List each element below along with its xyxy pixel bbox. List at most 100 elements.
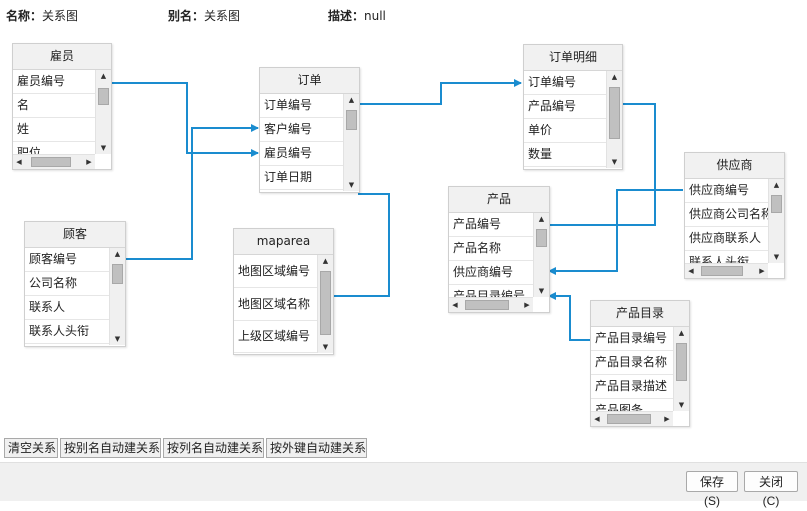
- field-row[interactable]: 公司名称: [25, 272, 125, 296]
- field-row[interactable]: 供应商编号: [685, 179, 784, 203]
- table-title[interactable]: 产品目录: [591, 301, 689, 327]
- alias-label: 别名：: [168, 9, 205, 23]
- auto-relate-by-column-button[interactable]: 按列名自动建关系: [163, 438, 264, 458]
- field-row[interactable]: 订单日期: [260, 166, 359, 190]
- table-maparea[interactable]: maparea 地图区域编号 地图区域名称 上级区域编号 ▲ ▼: [233, 228, 334, 355]
- scroll-down-icon[interactable]: ▼: [114, 335, 121, 343]
- field-row[interactable]: 雇员编号: [260, 142, 359, 166]
- table-title[interactable]: 订单明细: [524, 45, 622, 71]
- table-title[interactable]: maparea: [234, 229, 333, 255]
- table-title[interactable]: 供应商: [685, 153, 784, 179]
- horizontal-scrollbar[interactable]: ◀ ▶: [685, 263, 768, 278]
- vertical-scrollbar[interactable]: ▲ ▼: [533, 213, 549, 297]
- field-row[interactable]: 名: [13, 94, 111, 118]
- scroll-up-icon[interactable]: ▲: [114, 250, 121, 258]
- scroll-left-icon[interactable]: ◀: [16, 158, 22, 166]
- horizontal-scrollbar[interactable]: ◀ ▶: [449, 297, 533, 312]
- scroll-up-icon[interactable]: ▲: [773, 181, 780, 189]
- scroll-up-icon[interactable]: ▲: [322, 257, 329, 265]
- scroll-right-icon[interactable]: ▶: [759, 267, 765, 275]
- field-row[interactable]: 姓: [13, 118, 111, 142]
- auto-relate-by-fk-button[interactable]: 按外键自动建关系: [266, 438, 367, 458]
- table-order-detail[interactable]: 订单明细 订单编号 产品编号 单价 数量 ▲ ▼: [523, 44, 623, 170]
- table-title[interactable]: 顾客: [25, 222, 125, 248]
- vertical-scrollbar[interactable]: ▲ ▼: [606, 71, 622, 168]
- field-row[interactable]: 订单编号: [260, 94, 359, 118]
- scroll-down-icon[interactable]: ▼: [348, 181, 355, 189]
- field-row[interactable]: 雇员编号: [13, 70, 111, 94]
- scroll-left-icon[interactable]: ◀: [688, 267, 694, 275]
- field-row[interactable]: 供应商公司名称: [685, 203, 784, 227]
- field-row[interactable]: 产品编号: [524, 95, 622, 119]
- field-row[interactable]: 产品图条: [591, 399, 689, 411]
- scroll-right-icon[interactable]: ▶: [86, 158, 92, 166]
- scroll-left-icon[interactable]: ◀: [452, 301, 458, 309]
- scroll-down-icon[interactable]: ▼: [678, 401, 685, 409]
- field-row[interactable]: 客户编号: [260, 118, 359, 142]
- link-order-maparea[interactable]: [334, 193, 390, 297]
- vertical-scrollbar[interactable]: ▲ ▼: [343, 94, 359, 191]
- clear-relations-button[interactable]: 清空关系: [4, 438, 58, 458]
- field-row[interactable]: 联系人: [25, 296, 125, 320]
- field-row[interactable]: 职位: [13, 142, 111, 154]
- table-title[interactable]: 雇员: [13, 44, 111, 70]
- link-order-detail[interactable]: [358, 79, 522, 105]
- field-row[interactable]: 地图区域编号: [234, 255, 333, 288]
- scroll-down-icon[interactable]: ▼: [538, 287, 545, 295]
- horizontal-scrollbar[interactable]: ◀ ▶: [13, 154, 95, 169]
- link-catalog-product[interactable]: [548, 292, 590, 341]
- field-row[interactable]: 顾客编号: [25, 248, 125, 272]
- auto-relate-by-alias-button[interactable]: 按别名自动建关系: [60, 438, 161, 458]
- vertical-scrollbar[interactable]: ▲ ▼: [109, 248, 125, 345]
- close-button[interactable]: 关闭(C): [744, 471, 798, 508]
- scroll-up-icon[interactable]: ▲: [100, 72, 107, 80]
- name-value: 关系图: [42, 9, 79, 23]
- table-order[interactable]: 订单 订单编号 客户编号 雇员编号 订单日期 ▲ ▼: [259, 67, 360, 193]
- name-field: 名称：关系图: [6, 8, 78, 24]
- field-row[interactable]: 联系人头衔: [25, 320, 125, 344]
- field-row[interactable]: 上级区域编号: [234, 321, 333, 353]
- vertical-scrollbar[interactable]: ▲ ▼: [95, 70, 111, 154]
- dialog-footer: 保存(S) 关闭(C): [0, 462, 807, 508]
- scroll-down-icon[interactable]: ▼: [773, 253, 780, 261]
- save-button[interactable]: 保存(S): [686, 471, 738, 508]
- field-row[interactable]: 供应商编号: [449, 261, 549, 285]
- table-supplier[interactable]: 供应商 供应商编号 供应商公司名称 供应商联系人 联系人头衔 ▲ ▼ ◀ ▶: [684, 152, 785, 279]
- field-row[interactable]: 单价: [524, 119, 622, 143]
- field-row[interactable]: 联系人头衔: [685, 251, 784, 263]
- table-product[interactable]: 产品 产品编号 产品名称 供应商编号 产品目录编号 ▲ ▼ ◀ ▶: [448, 186, 550, 313]
- scroll-up-icon[interactable]: ▲: [538, 215, 545, 223]
- field-row[interactable]: 数量: [524, 143, 622, 167]
- field-row[interactable]: 产品名称: [449, 237, 549, 261]
- scroll-down-icon[interactable]: ▼: [322, 343, 329, 351]
- link-supplier-product[interactable]: [548, 189, 683, 275]
- field-row[interactable]: 产品目录编号: [591, 327, 689, 351]
- table-title[interactable]: 订单: [260, 68, 359, 94]
- alias-value: 关系图: [204, 9, 241, 23]
- field-row[interactable]: 产品目录编号: [449, 285, 549, 297]
- field-row[interactable]: 地图区域名称: [234, 288, 333, 321]
- scroll-up-icon[interactable]: ▲: [611, 73, 618, 81]
- horizontal-scrollbar[interactable]: ◀ ▶: [591, 411, 673, 426]
- field-row[interactable]: 产品编号: [449, 213, 549, 237]
- vertical-scrollbar[interactable]: ▲ ▼: [768, 179, 784, 263]
- description-field: 描述：null: [328, 8, 386, 24]
- scroll-right-icon[interactable]: ▶: [664, 415, 670, 423]
- table-title[interactable]: 产品: [449, 187, 549, 213]
- scroll-down-icon[interactable]: ▼: [611, 158, 618, 166]
- scroll-down-icon[interactable]: ▼: [100, 144, 107, 152]
- table-customer[interactable]: 顾客 顾客编号 公司名称 联系人 联系人头衔 ▲ ▼: [24, 221, 126, 347]
- vertical-scrollbar[interactable]: ▲ ▼: [317, 255, 333, 353]
- scroll-up-icon[interactable]: ▲: [348, 96, 355, 104]
- table-catalog[interactable]: 产品目录 产品目录编号 产品目录名称 产品目录描述 产品图条 ▲ ▼ ◀ ▶: [590, 300, 690, 427]
- field-row[interactable]: 产品目录名称: [591, 351, 689, 375]
- link-employee-order[interactable]: [110, 82, 259, 157]
- vertical-scrollbar[interactable]: ▲ ▼: [673, 327, 689, 411]
- field-row[interactable]: 订单编号: [524, 71, 622, 95]
- scroll-right-icon[interactable]: ▶: [524, 301, 530, 309]
- table-employee[interactable]: 雇员 雇员编号 名 姓 职位 ▲ ▼ ◀ ▶: [12, 43, 112, 170]
- field-row[interactable]: 供应商联系人: [685, 227, 784, 251]
- scroll-left-icon[interactable]: ◀: [594, 415, 600, 423]
- field-row[interactable]: 产品目录描述: [591, 375, 689, 399]
- scroll-up-icon[interactable]: ▲: [678, 329, 685, 337]
